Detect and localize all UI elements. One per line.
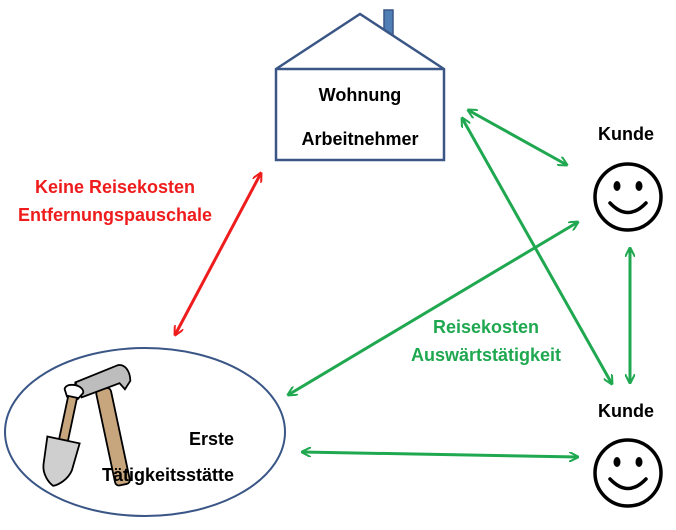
green-label-line1: Reisekosten: [433, 317, 539, 337]
green-label-line2: Auswärtstätigkeit: [411, 345, 561, 365]
red-label-line2: Entfernungspauschale: [18, 205, 212, 225]
workplace-label-line2: Tätigkeitsstätte: [102, 465, 234, 485]
green-arrow-workplace-customer-top: [288, 222, 578, 395]
house-shape: [274, 12, 446, 162]
red-label-line1: Keine Reisekosten: [35, 177, 195, 197]
green-arrow-workplace-customer-bottom: [302, 452, 578, 457]
shovel-icon: [42, 383, 85, 487]
smiley-face-icon: [593, 162, 663, 232]
customer-bottom-label: Kunde: [598, 401, 654, 421]
customer-top-label: Kunde: [598, 124, 654, 144]
workplace-label-line1: Erste: [189, 429, 234, 449]
home-label-line2: Arbeitnehmer: [301, 129, 418, 149]
home-label-line1: Wohnung: [319, 85, 402, 105]
smiley-face-icon: [593, 438, 663, 508]
workplace-ellipse: [4, 347, 286, 517]
house-icon: [274, 9, 446, 162]
red-arrow-home-workplace: [175, 173, 261, 335]
